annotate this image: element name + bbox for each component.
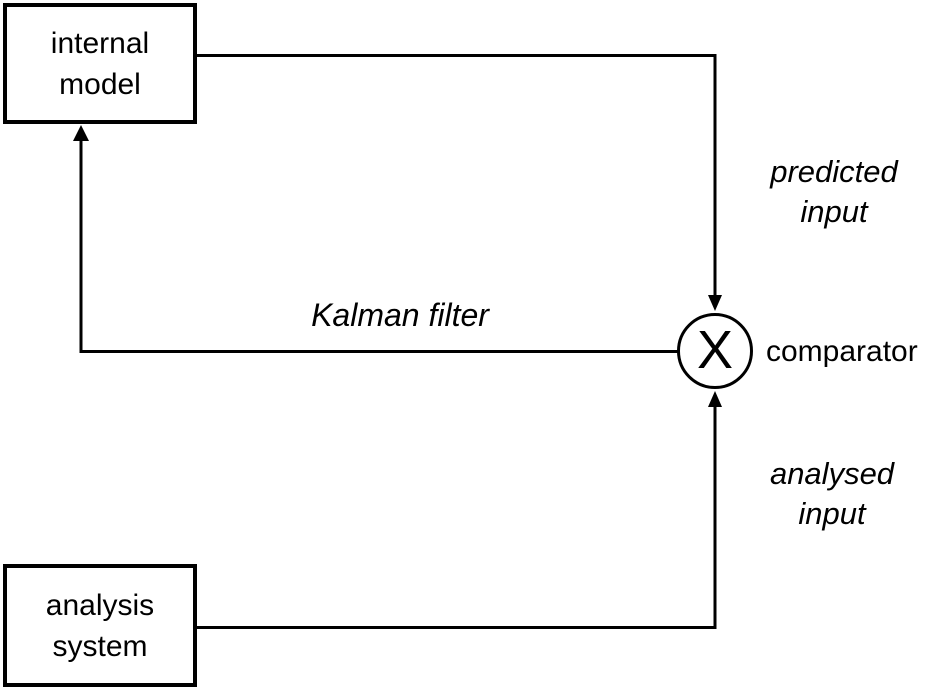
comparator-symbol: X (696, 319, 734, 380)
connector-analysis-system-to-comparator (197, 406, 717, 629)
arrowhead-up-icon (73, 125, 89, 141)
analysis-system-label-line2: system (52, 629, 148, 663)
internal-model-label-line1: internal (50, 26, 150, 60)
arrowhead-up-icon (708, 391, 722, 407)
analysed-input-label-line2: input (798, 496, 866, 531)
comparator-node: X (677, 313, 753, 389)
analysed-input-label-line1: analysed (769, 456, 895, 491)
comparator-label: comparator (766, 335, 918, 368)
connector-internal-model-to-comparator (197, 54, 717, 297)
connector-comparator-to-internal-model (79, 140, 678, 353)
arrowhead-down-icon (708, 295, 722, 311)
analysis-system-box: analysis system (3, 564, 197, 687)
internal-model-label-line2: model (59, 67, 141, 101)
analysis-system-label-line1: analysis (45, 588, 155, 622)
predicted-input-label-line1: predicted (770, 154, 898, 189)
predicted-input-label-line2: input (800, 194, 868, 229)
internal-model-box: internal model (3, 3, 197, 124)
kalman-filter-label: Kalman filter (311, 297, 489, 333)
predicted-input-label: predicted input (770, 152, 898, 232)
analysed-input-label: analysed input (770, 454, 894, 534)
